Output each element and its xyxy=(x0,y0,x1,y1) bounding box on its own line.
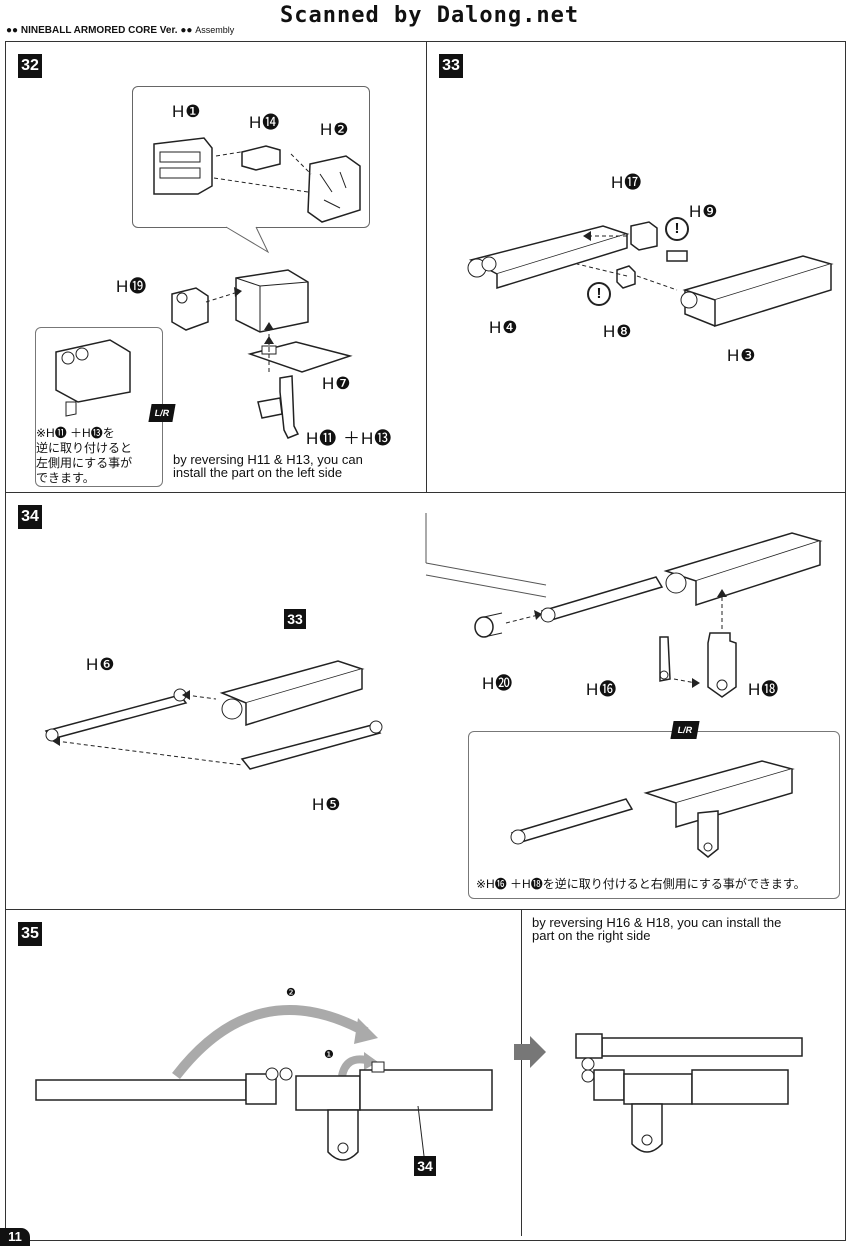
assembly-dashed-lines xyxy=(213,151,312,193)
part-alt-barrel-drawing xyxy=(510,760,795,858)
lr-badge-32: L/R xyxy=(148,404,176,422)
part-h9-drawing xyxy=(666,250,688,262)
note-en-line: by reversing H16 & H18, you can install … xyxy=(532,915,782,930)
section-bullets: ●● xyxy=(180,25,193,36)
section-title: Assembly xyxy=(195,25,235,35)
step-32-note-jp: ※H⓫ ＋H⓭を 逆に取り付けると 左側用にする事が できます。 xyxy=(36,426,132,486)
part-h3-drawing xyxy=(680,255,834,328)
part-assembled-top xyxy=(235,269,309,333)
part-h19-drawing xyxy=(171,287,209,331)
label-h17: H⓱ xyxy=(611,173,643,192)
label-h20: H⓴ xyxy=(482,674,514,693)
label-h11-h13: H⓫ ＋H⓭ xyxy=(306,429,393,448)
leader-line xyxy=(417,1105,425,1157)
rotation-arrow-1 xyxy=(338,1052,378,1078)
label-h6: H❻ xyxy=(86,655,116,674)
label-h16: H⓰ xyxy=(586,680,618,699)
step-35-number: 35 xyxy=(18,922,42,946)
warning-icon: ! xyxy=(587,282,611,306)
part-gun-after-drawing xyxy=(575,1033,803,1153)
rotation-arrow-2 xyxy=(172,1005,378,1080)
step-34-note-jp: ※H⓰ ＋H⓲を逆に取り付けると右側用にする事ができます。 xyxy=(476,877,806,891)
note-en-line: part on the right side xyxy=(532,928,651,943)
lr-badge-34: L/R xyxy=(670,721,700,739)
title-bullets: ●● xyxy=(6,25,19,36)
ref-step-33-badge: 33 xyxy=(284,609,306,629)
page-number: 11 xyxy=(0,1228,30,1246)
step-34-panel: 34 33 H❻ H❺ H⓴ H⓰ xyxy=(5,492,846,910)
step-33-number: 33 xyxy=(439,54,463,78)
note-jp-line: 左側用にする事が xyxy=(36,456,133,470)
label-h14: H⓮ xyxy=(249,113,281,132)
label-h19: H⓳ xyxy=(116,277,148,296)
note-en-line: install the part on the left side xyxy=(173,465,343,480)
note-jp-line: 逆に取り付けると xyxy=(36,441,133,455)
up-arrows xyxy=(205,287,274,372)
part-33-assembly-drawing xyxy=(219,660,365,727)
step-34-alt-callout xyxy=(468,731,840,899)
part-h2-drawing xyxy=(307,155,361,223)
step-32-number: 32 xyxy=(18,54,42,78)
part-h14-drawing xyxy=(241,145,281,171)
label-h4: H❹ xyxy=(489,318,519,337)
note-jp-line: ※H⓫ ＋H⓭を xyxy=(36,426,115,440)
part-h17-drawing xyxy=(630,221,658,251)
label-h1: H❶ xyxy=(172,102,202,121)
part-h11-h13-drawing xyxy=(257,375,300,439)
label-h18: H⓲ xyxy=(748,680,780,699)
part-h16-drawing xyxy=(659,636,671,682)
label-h8: H❽ xyxy=(603,322,633,341)
note-jp-line: できます。 xyxy=(36,471,95,485)
step-35-note-en: by reversing H16 & H18, you can install … xyxy=(532,916,781,942)
part-h18-drawing xyxy=(707,632,737,698)
result-arrow xyxy=(514,1036,546,1068)
arrow-2-marker: ❷ xyxy=(286,987,296,999)
step-32-panel: 32 H❶ H⓮ H❷ H⓳ H❼ H⓫ ＋H⓭ xyxy=(5,41,427,493)
label-h3: H❸ xyxy=(727,346,757,365)
note-en-line: by reversing H11 & H13, you can xyxy=(173,452,363,467)
part-h1-drawing xyxy=(153,137,213,195)
assembly-dashed-lines xyxy=(52,513,547,766)
label-h9: H❾ xyxy=(689,202,719,221)
part-barrel-assembly-drawing xyxy=(540,532,823,623)
part-h8-drawing xyxy=(616,265,636,289)
part-h5-drawing xyxy=(240,720,383,770)
callout-pointer xyxy=(225,226,270,254)
assembly-dashed-lines-right xyxy=(505,589,727,688)
warning-icon: ! xyxy=(665,217,689,241)
model-title: NINEBALL ARMORED CORE Ver. xyxy=(20,25,178,36)
panel-divider xyxy=(521,910,522,1236)
manual-title: ●● NINEBALL ARMORED CORE Ver. ●● Assembl… xyxy=(6,25,234,36)
ref-step-34-badge: 34 xyxy=(414,1156,436,1176)
label-h7: H❼ xyxy=(322,374,352,393)
step-35-panel: 35 by reversing H16 & H18, you can insta… xyxy=(5,909,846,1241)
part-gun-before-drawing xyxy=(35,1061,493,1161)
label-h5: H❺ xyxy=(312,795,342,814)
part-h6-drawing xyxy=(44,688,188,742)
label-h2: H❷ xyxy=(320,120,350,139)
part-h20-drawing xyxy=(474,612,503,638)
step-32-note-en: by reversing H11 & H13, you can install … xyxy=(173,453,363,479)
part-alt-assembly-drawing xyxy=(55,339,131,417)
assembly-dashed-lines xyxy=(576,231,678,291)
step-33-panel: 33 H⓱ H❾ ! ! H❹ H❽ H❸ xyxy=(426,41,846,493)
watermark: Scanned by Dalong.net xyxy=(280,3,580,28)
step-34-number: 34 xyxy=(18,505,42,529)
arrow-1-marker: ❶ xyxy=(324,1049,334,1061)
